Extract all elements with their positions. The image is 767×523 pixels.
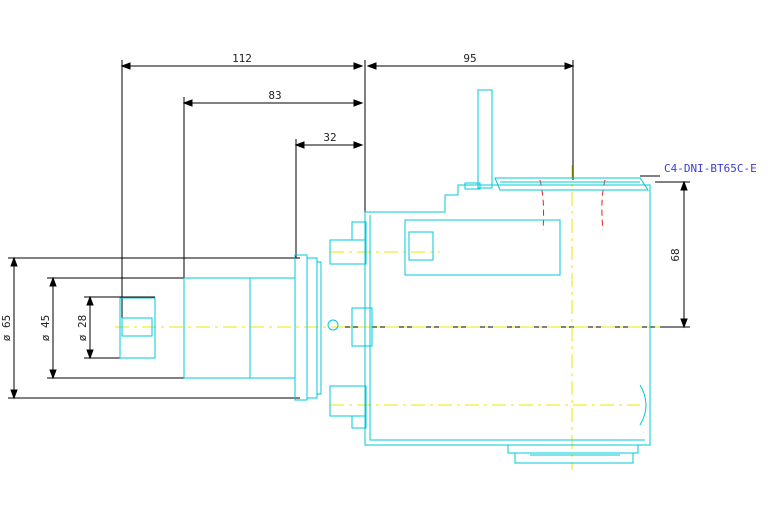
dimension-lines: [8, 60, 690, 400]
dimension-32: 32: [323, 131, 336, 144]
dimension-83: 83: [268, 89, 281, 102]
center-lines: [115, 165, 660, 470]
dimension-68: 68: [669, 248, 682, 261]
dimension-dia-65: ø 65: [0, 315, 13, 342]
dimension-95: 95: [463, 52, 476, 65]
dimension-dia-45: ø 45: [39, 315, 52, 342]
part-outline: [119, 89, 651, 464]
hidden-lines: [539, 179, 606, 231]
part-number-label: C4-DNI-BT65C-E: [664, 162, 757, 175]
dimension-112: 112: [232, 52, 252, 65]
dimension-dia-28: ø 28: [76, 315, 89, 342]
